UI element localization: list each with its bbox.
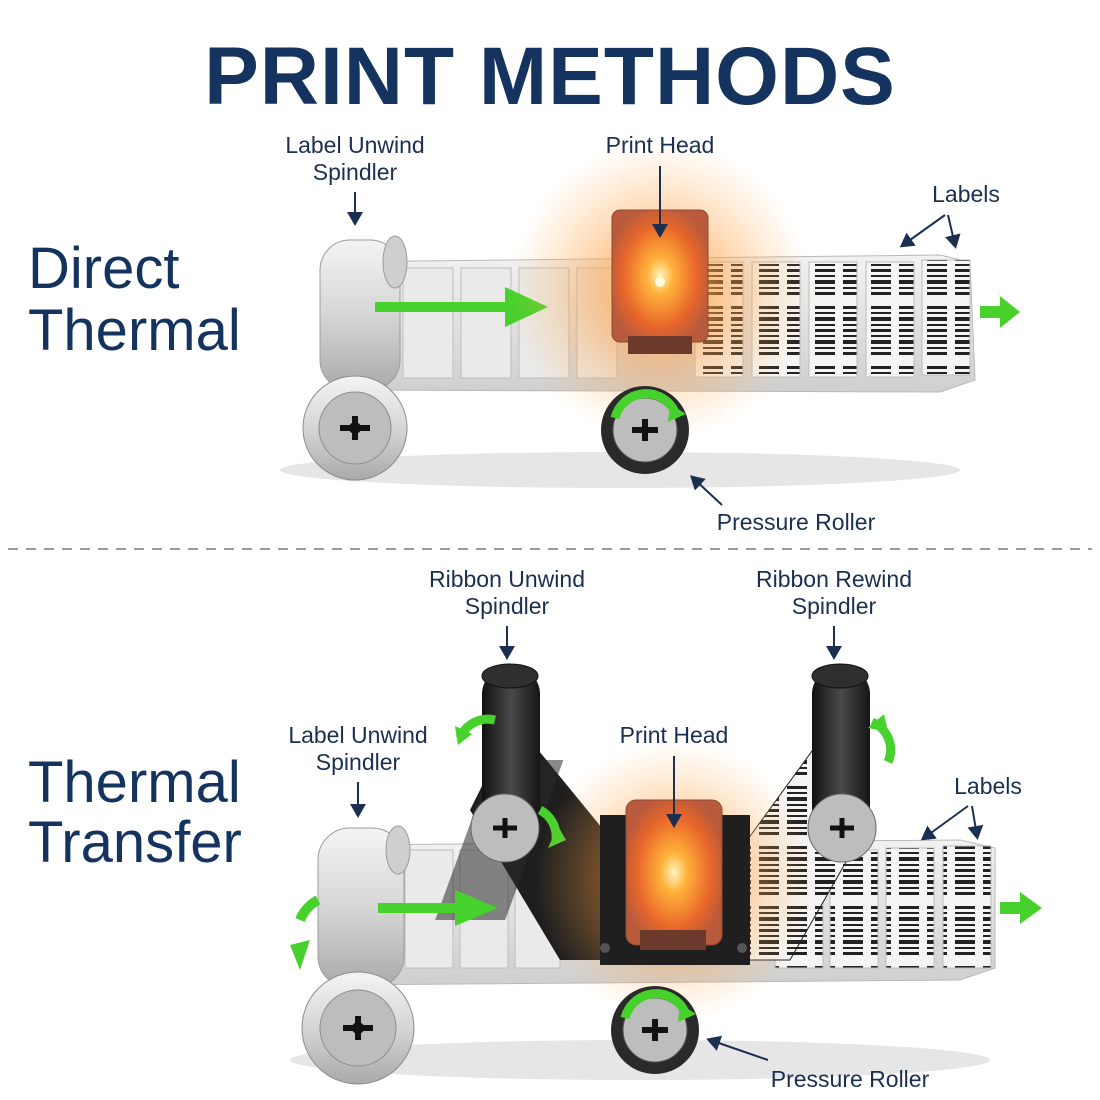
thermal-transfer-title-line2: Transfer [28, 810, 242, 875]
tt-label-rewind-roll-icon [301, 971, 415, 1085]
tt-ribbon-unwind-label-line2: Spindler [465, 593, 550, 619]
tt-labels-pointer-1 [920, 805, 969, 841]
tt-pressure-roller-label: Pressure Roller [771, 1066, 930, 1092]
tt-labels-pointer-2 [967, 805, 984, 840]
direct-thermal-title-line2: Thermal [28, 298, 241, 363]
dt-labels-label: Labels [932, 181, 1000, 207]
label-rewind-roll-icon [302, 375, 408, 481]
direct-thermal-title-line1: Direct [28, 236, 179, 301]
dt-print-head-label: Print Head [606, 132, 715, 158]
direct-thermal-print-head-icon [510, 140, 810, 440]
tt-labels-label: Labels [954, 773, 1022, 799]
tt-label-unwind-label-line1: Label Unwind [288, 722, 427, 748]
thermal-transfer-title-line1: Thermal [28, 750, 241, 815]
tt-pressure-roller-icon [611, 986, 699, 1074]
direct-thermal-pressure-roller-icon [601, 386, 689, 474]
dt-pressure-roller-label: Pressure Roller [717, 509, 876, 535]
ribbon-rewind-roll-icon [807, 663, 896, 863]
dt-label-unwind-label-line1: Label Unwind [285, 132, 424, 158]
tt-print-head-label: Print Head [620, 722, 729, 748]
label-exit-arrow-icon [980, 296, 1020, 328]
tt-ribbon-rewind-label-line2: Spindler [792, 593, 877, 619]
tt-ribbon-unwind-label-line1: Ribbon Unwind [429, 566, 585, 592]
tt-label-flow-arrow-icon [378, 890, 498, 926]
page-title: PRINT METHODS [204, 31, 896, 122]
tt-label-unwind-roll-icon [290, 825, 411, 989]
tt-label-exit-arrow-icon [1000, 892, 1042, 924]
dt-labels-pointer-2 [944, 214, 961, 249]
label-flow-arrow-icon [375, 287, 548, 327]
floor-shadow [280, 452, 960, 488]
direct-thermal-section: Direct Thermal [28, 132, 1020, 535]
tt-label-unwind-label-line2: Spindler [316, 749, 401, 775]
tt-pressure-roller-pointer [706, 1035, 769, 1061]
tt-ribbon-rewind-label-line1: Ribbon Rewind [756, 566, 912, 592]
dt-label-unwind-label-line2: Spindler [313, 159, 398, 185]
thermal-transfer-print-head-icon [535, 740, 815, 1020]
label-unwind-roll-icon [319, 235, 408, 391]
thermal-transfer-section: Thermal Transfer [28, 566, 1042, 1092]
dt-pressure-roller-pointer [690, 475, 723, 506]
dt-labels-pointer-1 [899, 214, 946, 248]
